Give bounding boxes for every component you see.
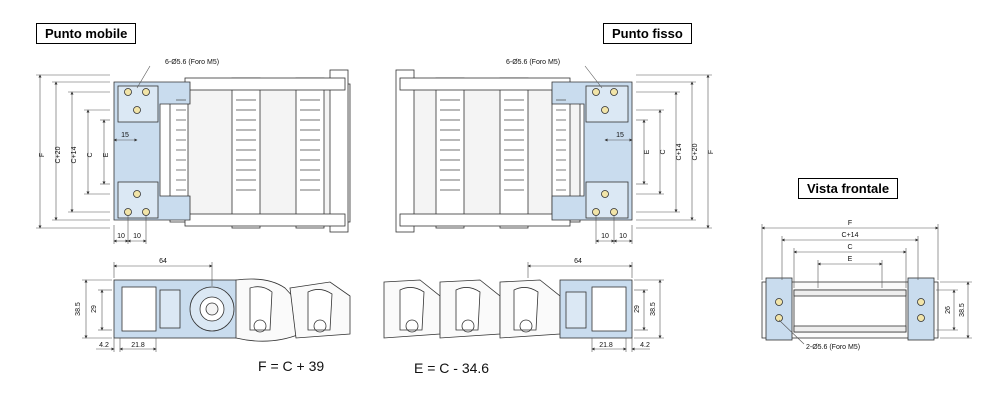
dim-29-left: 29 xyxy=(91,305,98,313)
fixed-side-dimensions xyxy=(527,262,664,352)
dim-21-8-right: 21.8 xyxy=(599,342,613,349)
fixed-point-dimensions xyxy=(584,65,712,244)
dim-c14-right: C+14 xyxy=(676,143,683,160)
moving-side-dimensions xyxy=(82,262,213,352)
dim-f-front: F xyxy=(848,220,852,227)
moving-point-top-view xyxy=(113,69,351,233)
dim-c14-left: C+14 xyxy=(71,146,78,163)
dim-c-left: C xyxy=(87,152,94,157)
dim-10b-left: 10 xyxy=(133,233,141,240)
dim-e-front: E xyxy=(848,256,853,263)
front-view-dimensions xyxy=(761,224,972,345)
hole-note-right: 6-Ø5.6 (Foro M5) xyxy=(506,59,560,66)
moving-point-dimensions xyxy=(36,65,151,244)
dim-21-8-left: 21.8 xyxy=(131,342,145,349)
dim-64-right: 64 xyxy=(574,258,582,265)
dim-64-left: 64 xyxy=(159,258,167,265)
hole-note-front: 2-Ø5.6 (Foro M5) xyxy=(806,344,860,351)
moving-point-side-view xyxy=(113,278,351,342)
hole-note-left: 6-Ø5.6 (Foro M5) xyxy=(165,59,219,66)
dim-10a-right: 10 xyxy=(601,233,609,240)
dim-15-left: 15 xyxy=(121,132,129,139)
dim-10a-left: 10 xyxy=(117,233,125,240)
dim-38-5-left: 38.5 xyxy=(75,302,82,316)
dim-c-front: C xyxy=(847,244,852,251)
dim-f-left: F xyxy=(39,153,46,157)
dim-c-right: C xyxy=(660,149,667,154)
fixed-point-top-view xyxy=(395,69,633,233)
formula-e: E = C - 34.6 xyxy=(414,360,490,376)
fixed-point-side-view xyxy=(383,279,633,339)
dim-38-5-right: 38.5 xyxy=(650,302,657,316)
dim-4-2-left: 4.2 xyxy=(99,342,109,349)
formula-f: F = C + 39 xyxy=(258,358,325,374)
dim-c20-right: C+20 xyxy=(692,143,699,160)
front-view xyxy=(761,277,939,341)
dim-10b-right: 10 xyxy=(619,233,627,240)
label-front-view: Vista frontale xyxy=(798,178,899,199)
dim-26-front: 26 xyxy=(945,306,952,314)
dim-29-right: 29 xyxy=(634,305,641,313)
dim-f-right: F xyxy=(708,150,715,154)
dim-e-right: E xyxy=(644,149,651,154)
dim-38-5-front: 38.5 xyxy=(959,303,966,317)
label-moving-point: Punto mobile xyxy=(36,23,137,44)
dim-e-left: E xyxy=(103,152,110,157)
dim-15-right: 15 xyxy=(616,132,624,139)
dim-4-2-right: 4.2 xyxy=(640,342,650,349)
label-fixed-point: Punto fisso xyxy=(603,23,692,44)
dim-c20-left: C+20 xyxy=(55,146,62,163)
dim-c14-front: C+14 xyxy=(842,232,859,239)
